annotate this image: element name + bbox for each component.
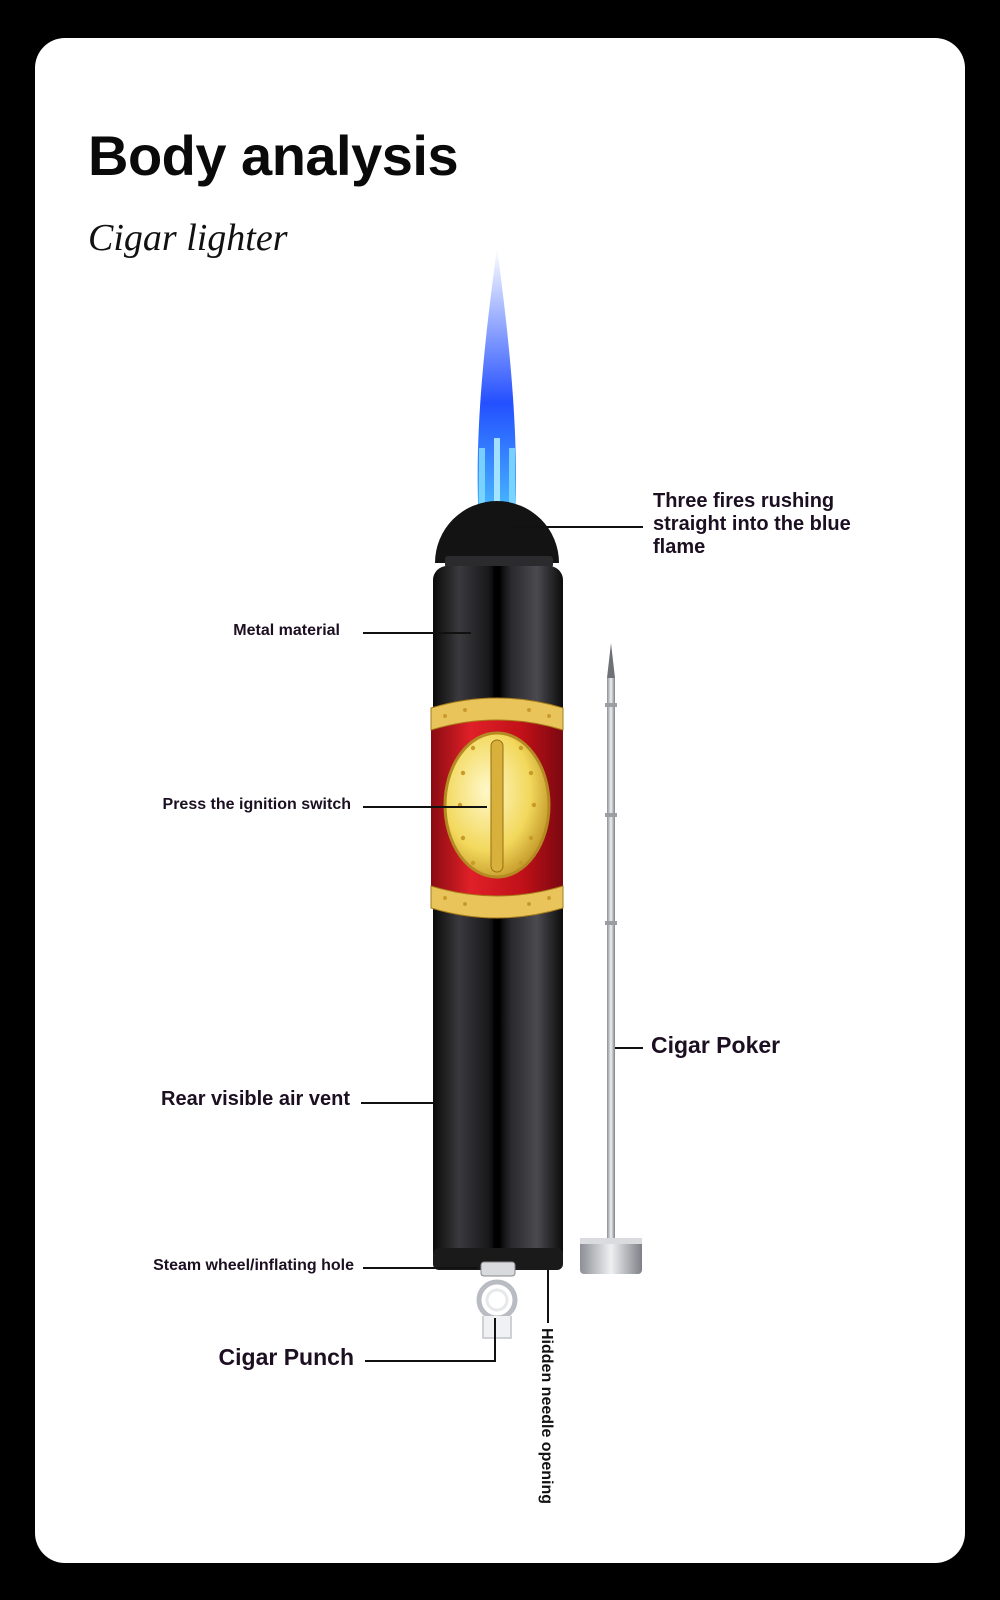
label-needle: Hidden needle opening [538,1328,555,1505]
label-poker: Cigar Poker [651,1032,781,1058]
label-ignition: Press the ignition switch [162,796,351,813]
page-subtitle: Cigar lighter [88,217,288,259]
lighter-nozzle [435,501,559,568]
leader-line-punch [365,1318,496,1362]
ignition-band [430,697,564,919]
cigar-punch-icon [476,1261,518,1339]
cigar-poker-icon [580,643,642,1274]
page-title: Body analysis [88,124,459,187]
lighter-diagram [361,248,643,1362]
label-vent: Rear visible air vent [161,1088,350,1110]
label-wheel: Steam wheel/inflating hole [153,1257,354,1274]
product-card: Body analysis Cigar lighter [35,38,965,1563]
label-flame: Three fires rushing straight into the bl… [653,490,851,558]
leader-lines [361,526,643,1362]
label-punch: Cigar Punch [218,1344,354,1370]
label-metal: Metal material [233,622,340,639]
